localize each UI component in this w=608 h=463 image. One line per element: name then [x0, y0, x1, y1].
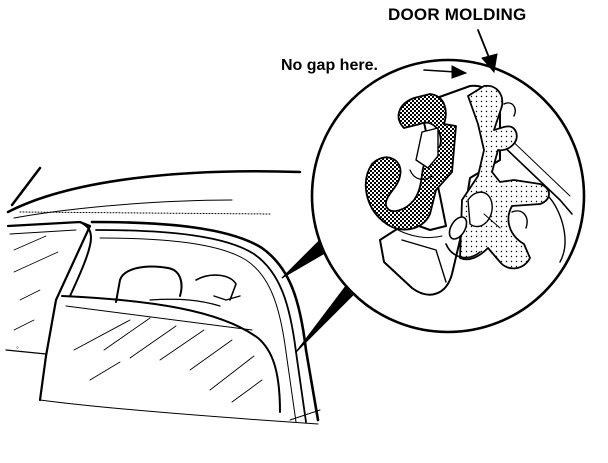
- door-molding-arrowhead: [481, 53, 498, 74]
- no-gap-arrowhead: [451, 65, 468, 79]
- belt-line: [61, 295, 281, 413]
- no-gap-leader: [423, 69, 457, 73]
- door-molding-leader: [477, 29, 491, 61]
- rear-door-frame-outer: [90, 220, 320, 422]
- annotation-leaders: [423, 29, 498, 79]
- weatherstrip-seal: [364, 93, 457, 231]
- roof-line: [6, 170, 302, 214]
- car-illustration: ◦: [5, 166, 321, 425]
- front-window-glass: [13, 235, 59, 331]
- svg-text:◦: ◦: [16, 343, 19, 352]
- door-molding-label: DOOR MOLDING: [388, 5, 527, 24]
- rear-door-molding: [95, 229, 307, 423]
- rear-seat-headrest: [115, 265, 183, 303]
- no-gap-label: No gap here.: [281, 57, 378, 74]
- front-door-frame: [6, 220, 92, 402]
- rear-window-glass: [73, 317, 263, 403]
- magnified-detail: [310, 58, 586, 334]
